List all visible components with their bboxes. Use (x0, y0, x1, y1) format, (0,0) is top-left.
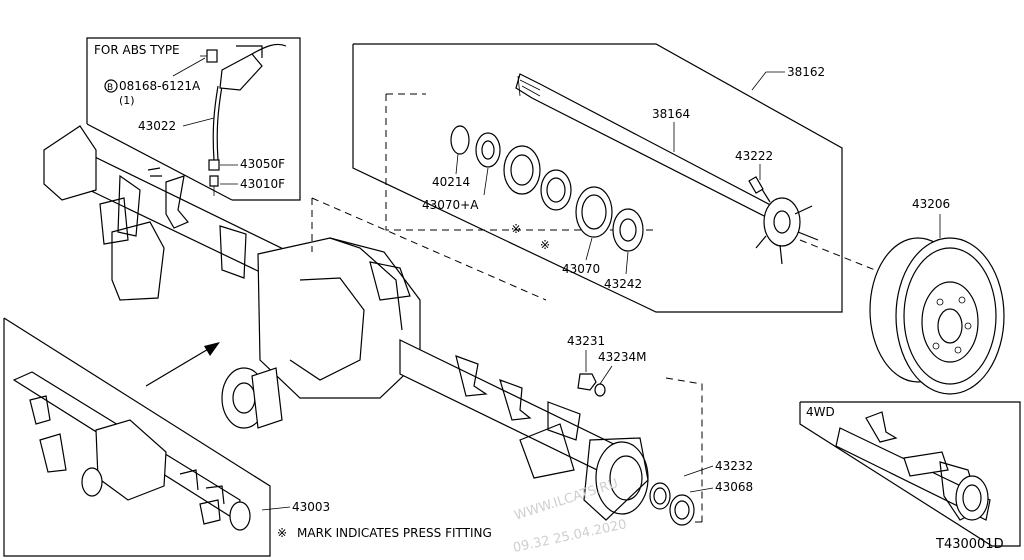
direction-arrow (145, 342, 220, 387)
4wd-label: 4WD (806, 405, 835, 419)
label-43222: 43222 (735, 149, 773, 163)
4wd-inset: 4WD (799, 401, 1021, 547)
press-mark-2: ※ (540, 238, 550, 252)
label-43050F: 43050F (240, 157, 285, 171)
label-43010F: 43010F (240, 177, 285, 191)
bearing-43070a-small (475, 132, 501, 168)
label-38164: 38164 (652, 107, 690, 121)
complete-axle-inset: 43003 (3, 317, 330, 557)
label-43070A: 43070+A (422, 198, 479, 212)
label-43206: 43206 (912, 197, 950, 211)
snap-ring-40214 (450, 125, 470, 155)
abs-type-note: FOR ABS TYPE (94, 43, 180, 57)
label-38162: 38162 (787, 65, 825, 79)
plate-43242 (612, 208, 644, 252)
axle-housing (43, 125, 649, 521)
abs-sensor (200, 43, 287, 196)
seal-43070 (575, 186, 613, 238)
brake-drum-43206: 43206 (869, 197, 1005, 395)
press-mark-1: ※ (511, 222, 521, 236)
label-43234M: 43234M (598, 350, 647, 364)
figure-id: T430001D (935, 537, 1004, 552)
label-43232: 43232 (715, 459, 753, 473)
bearing-43070a (503, 145, 541, 195)
label-43070: 43070 (562, 262, 600, 276)
label-43242: 43242 (604, 277, 642, 291)
label-43068: 43068 (715, 480, 753, 494)
abs-inset: FOR ABS TYPE B 08168-6121A (1) 43022 430… (86, 37, 301, 201)
bearing-inner (540, 169, 572, 211)
press-fitting-mark: ※ (277, 526, 287, 540)
label-40214: 40214 (432, 175, 470, 189)
label-43231: 43231 (567, 334, 605, 348)
axle-shaft-box: 38162 38164 43222 40214 (352, 43, 843, 313)
bolt-mark: B (107, 83, 113, 93)
axle-shaft (515, 73, 819, 265)
watermark-date: 09.32 25.04.2020 (512, 517, 628, 556)
label-43022: 43022 (138, 119, 176, 133)
bolt-part-number: 08168-6121A (119, 79, 201, 93)
hub-fasteners: 43231 43234M 43232 43068 (567, 334, 753, 526)
bolt-quantity: (1) (119, 94, 135, 107)
press-fitting-note: MARK INDICATES PRESS FITTING (297, 526, 492, 540)
label-43003: 43003 (292, 500, 330, 514)
